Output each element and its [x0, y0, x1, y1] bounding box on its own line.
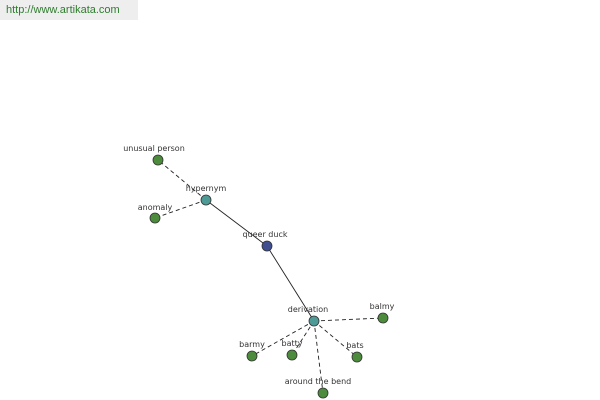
node-balmy[interactable] [377, 312, 389, 324]
node-relation-hypernym[interactable] [200, 194, 212, 206]
node-label-anomaly: anomaly [138, 203, 173, 212]
node-label-relation-hypernym: hypernym [186, 184, 227, 193]
edge-derivation-to-barmy [251, 320, 315, 357]
node-around-the-bend[interactable] [317, 387, 329, 399]
edge-derivation-to-balmy [313, 317, 384, 322]
edge-derivation-to-bats [313, 320, 358, 358]
node-anomaly[interactable] [149, 212, 161, 224]
edges-layer [154, 159, 384, 394]
node-label-root: queer duck [242, 230, 287, 239]
node-label-bats: bats [346, 341, 363, 350]
node-label-unusual-person: unusual person [123, 144, 185, 153]
node-label-relation-derivation: derivation [288, 305, 328, 314]
edge-hypernym-to-unusual-person [157, 159, 207, 201]
watermark: http://www.artikata.com [0, 0, 138, 20]
edge-hypernym-to-anomaly [154, 199, 207, 219]
edge-root-to-derivation [266, 245, 315, 322]
node-bats[interactable] [351, 351, 363, 363]
node-root[interactable] [261, 240, 273, 252]
edge-derivation-to-batty [291, 320, 315, 356]
watermark-text: http://www.artikata.com [6, 4, 120, 16]
labels-layer: queer duck hypernym unusual person anomaly d… [123, 144, 394, 386]
node-barmy[interactable] [246, 350, 258, 362]
edge-root-to-hypernym [205, 199, 268, 247]
nodes-layer [149, 154, 389, 399]
node-label-around-the-bend: around the bend [285, 377, 352, 386]
node-label-balmy: balmy [370, 302, 395, 311]
node-batty[interactable] [286, 349, 298, 361]
edge-derivation-to-around-the-bend [313, 320, 324, 394]
node-relation-derivation[interactable] [308, 315, 320, 327]
node-unusual-person[interactable] [152, 154, 164, 166]
node-label-batty: batty [282, 339, 303, 348]
node-label-barmy: barmy [239, 340, 265, 349]
